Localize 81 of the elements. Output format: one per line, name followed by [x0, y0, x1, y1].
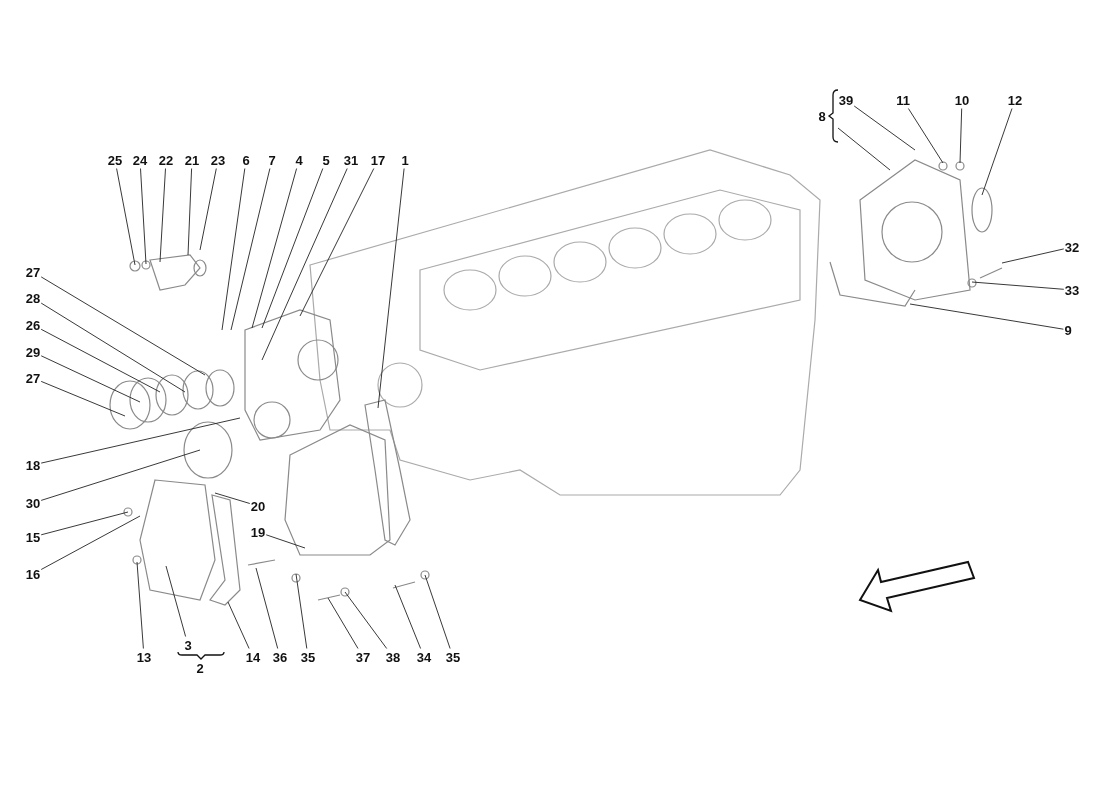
- leader-line: [1001, 248, 1065, 264]
- callout-number: 28: [25, 290, 41, 306]
- callout-number: 14: [245, 649, 261, 665]
- leader-line: [377, 168, 405, 409]
- callout-number: 13: [136, 649, 152, 665]
- callout-number: 1: [401, 152, 409, 168]
- callout-number: 38: [385, 649, 401, 665]
- callout-number: 35: [445, 649, 461, 665]
- leader-line: [40, 355, 141, 403]
- leader-line: [40, 328, 161, 393]
- callout-number: 16: [25, 566, 41, 582]
- callout-number: 18: [25, 457, 41, 473]
- callout-number: 3: [184, 637, 192, 653]
- callout-number: 10: [954, 92, 970, 108]
- callout-number: 12: [1007, 92, 1023, 108]
- leader-line: [261, 168, 324, 329]
- callout-number: 39: [838, 92, 854, 108]
- leader-line: [116, 168, 136, 266]
- callout-number: 22: [158, 152, 174, 168]
- leader-line: [40, 302, 186, 393]
- leader-line: [40, 276, 206, 376]
- leader-line: [299, 168, 375, 317]
- leader-line: [214, 492, 251, 504]
- callout-number: 27: [25, 370, 41, 386]
- leader-line: [199, 168, 217, 251]
- callout-number: 2: [196, 660, 204, 676]
- callout-number: 35: [300, 649, 316, 665]
- leader-line: [327, 597, 359, 649]
- callout-number: 26: [25, 317, 41, 333]
- leader-line: [909, 303, 1064, 330]
- leader-line: [40, 511, 129, 536]
- callout-number: 37: [355, 649, 371, 665]
- callout-number: 24: [132, 152, 148, 168]
- leader-line: [221, 168, 246, 331]
- callout-number: 15: [25, 529, 41, 545]
- callout-number: 27: [25, 264, 41, 280]
- callout-number: 23: [210, 152, 226, 168]
- leader-line: [837, 127, 891, 171]
- callout-number: 11: [896, 92, 910, 108]
- callout-number: 4: [295, 152, 303, 168]
- leader-line: [251, 168, 298, 329]
- callout-number: 20: [250, 498, 266, 514]
- leader-line: [907, 108, 944, 164]
- leader-line: [424, 574, 451, 649]
- leader-line: [255, 567, 279, 649]
- callout-number: 25: [107, 152, 123, 168]
- leader-line: [261, 168, 348, 361]
- callout-number: 5: [322, 152, 330, 168]
- leader-line: [853, 105, 916, 151]
- leader-line: [40, 417, 241, 464]
- leader-line: [265, 534, 306, 549]
- leader-line: [230, 168, 271, 331]
- leader-line: [159, 168, 166, 263]
- callout-number: 34: [416, 649, 432, 665]
- leader-line: [165, 565, 187, 637]
- leader-line: [40, 380, 126, 417]
- leader-line: [40, 449, 201, 501]
- leader-line: [187, 168, 193, 256]
- leader-line: [227, 601, 250, 649]
- callout-number: 8: [818, 108, 826, 124]
- callout-number: 32: [1064, 239, 1080, 255]
- callout-number: 30: [25, 495, 41, 511]
- callout-number: 19: [250, 524, 266, 540]
- leader-line: [959, 108, 963, 164]
- callout-number: 33: [1064, 282, 1080, 298]
- callout-number: 9: [1064, 322, 1072, 338]
- leader-line: [394, 584, 422, 649]
- leader-line: [295, 573, 308, 649]
- callout-number: 17: [370, 152, 386, 168]
- callout-number: 21: [184, 152, 200, 168]
- leader-line: [140, 168, 147, 265]
- leader-line: [136, 561, 144, 649]
- callout-number: 31: [343, 152, 359, 168]
- callout-number: 29: [25, 344, 41, 360]
- leader-line: [971, 281, 1065, 290]
- leader-line: [344, 591, 388, 649]
- leader-line: [981, 108, 1013, 196]
- callout-number: 6: [242, 152, 250, 168]
- leader-line: [40, 515, 141, 570]
- callout-number: 7: [268, 152, 276, 168]
- callout-number: 36: [272, 649, 288, 665]
